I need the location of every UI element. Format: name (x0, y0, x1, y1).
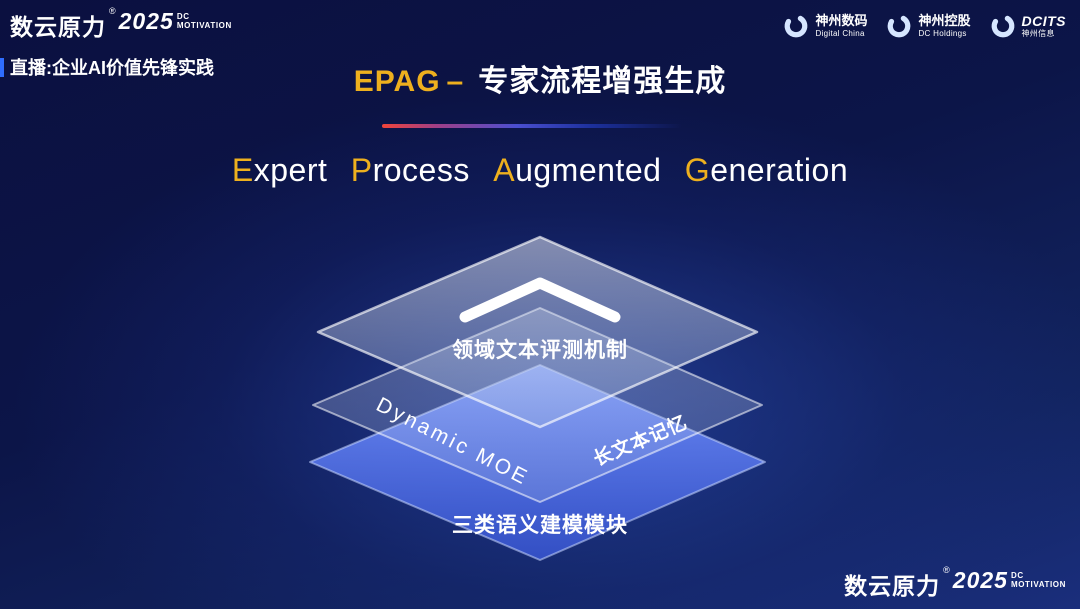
bottom-layer-label: 三类语义建模模块 (452, 514, 628, 537)
live-label: 直播:企业AI价值先锋实践 (0, 54, 214, 80)
brand-name: 数云原力 (10, 14, 106, 40)
chevron-up-icon (459, 277, 621, 323)
brand-sub-bottom: MOTIVATION (176, 21, 232, 31)
dcits-logo-icon (991, 14, 1014, 38)
title-dash: – (446, 65, 465, 98)
subtitle-word: Generation (685, 152, 848, 188)
title-chinese: 专家流程增强生成 (478, 65, 727, 98)
brand-subtext: DC MOTIVATION (1011, 571, 1066, 589)
title-acronym: EPAG (353, 65, 441, 98)
digital-china-logo-icon (785, 14, 808, 38)
brand-name: 数云原力 (844, 573, 941, 599)
dc-holdings-logo-icon (888, 14, 911, 38)
layer-top (316, 235, 759, 429)
brand-sub-top: DC (176, 12, 190, 21)
subtitle-expert-process: Expert Process Augmented Generation (0, 152, 1080, 189)
brand-sub-bottom: MOTIVATION (1010, 580, 1066, 590)
subtitle-word-initial: G (684, 152, 711, 188)
registered-mark: ® (109, 6, 116, 16)
partner-text: 神州控股 DC Holdings (918, 12, 971, 38)
subtitle-word-initial: A (493, 152, 516, 188)
subtitle-word-initial: E (231, 152, 254, 188)
subtitle-word-rest: xpert (253, 152, 328, 188)
partner-name-en: Digital China (815, 28, 865, 38)
brand-logo-top: 数云原力®2025 DC MOTIVATION (10, 6, 232, 42)
partner-logos: 神州数码 Digital China 神州控股 DC Holdings DCIT… (782, 12, 1066, 40)
subtitle-word-rest: eneration (710, 152, 849, 188)
brand-year: 2025 (952, 567, 1008, 593)
partner-dc-holdings: 神州控股 DC Holdings (885, 12, 971, 40)
partner-text: DCITS 神州信息 (1022, 13, 1067, 38)
registered-mark: ® (943, 565, 950, 575)
partner-dcits: DCITS 神州信息 (989, 12, 1067, 40)
brand-sub-top: DC (1010, 571, 1024, 580)
partner-name-zh: 神州信息 (1021, 29, 1055, 39)
partner-name-zh: 神州数码 (815, 12, 868, 28)
subtitle-word: Process (351, 152, 470, 188)
partner-digital-china: 神州数码 Digital China (782, 12, 867, 40)
partner-name-en: DCITS (1021, 13, 1066, 30)
subtitle-word: Expert (232, 152, 327, 188)
page-title: EPAG–专家流程增强生成 (0, 56, 1080, 100)
partner-text: 神州数码 Digital China (815, 12, 868, 38)
brand-year: 2025 (118, 8, 174, 34)
partner-name-zh: 神州控股 (918, 12, 971, 28)
subtitle-word-initial: P (350, 152, 373, 188)
live-accent-bar (0, 57, 4, 77)
subtitle-word-rest: ugmented (515, 152, 662, 188)
top-layer-label: 领域文本评测机制 (452, 339, 628, 362)
gradient-divider (382, 124, 682, 128)
subtitle-word-rest: rocess (372, 152, 470, 188)
brand-logo-bottom: 数云原力®2025 DC MOTIVATION (844, 565, 1066, 601)
live-label-text: 直播:企业AI价值先锋实践 (10, 58, 214, 78)
subtitle-word: Augmented (493, 152, 661, 188)
brand-subtext: DC MOTIVATION (177, 12, 232, 30)
layer-stack-diagram (309, 235, 766, 561)
partner-name-en: DC Holdings (918, 28, 967, 38)
